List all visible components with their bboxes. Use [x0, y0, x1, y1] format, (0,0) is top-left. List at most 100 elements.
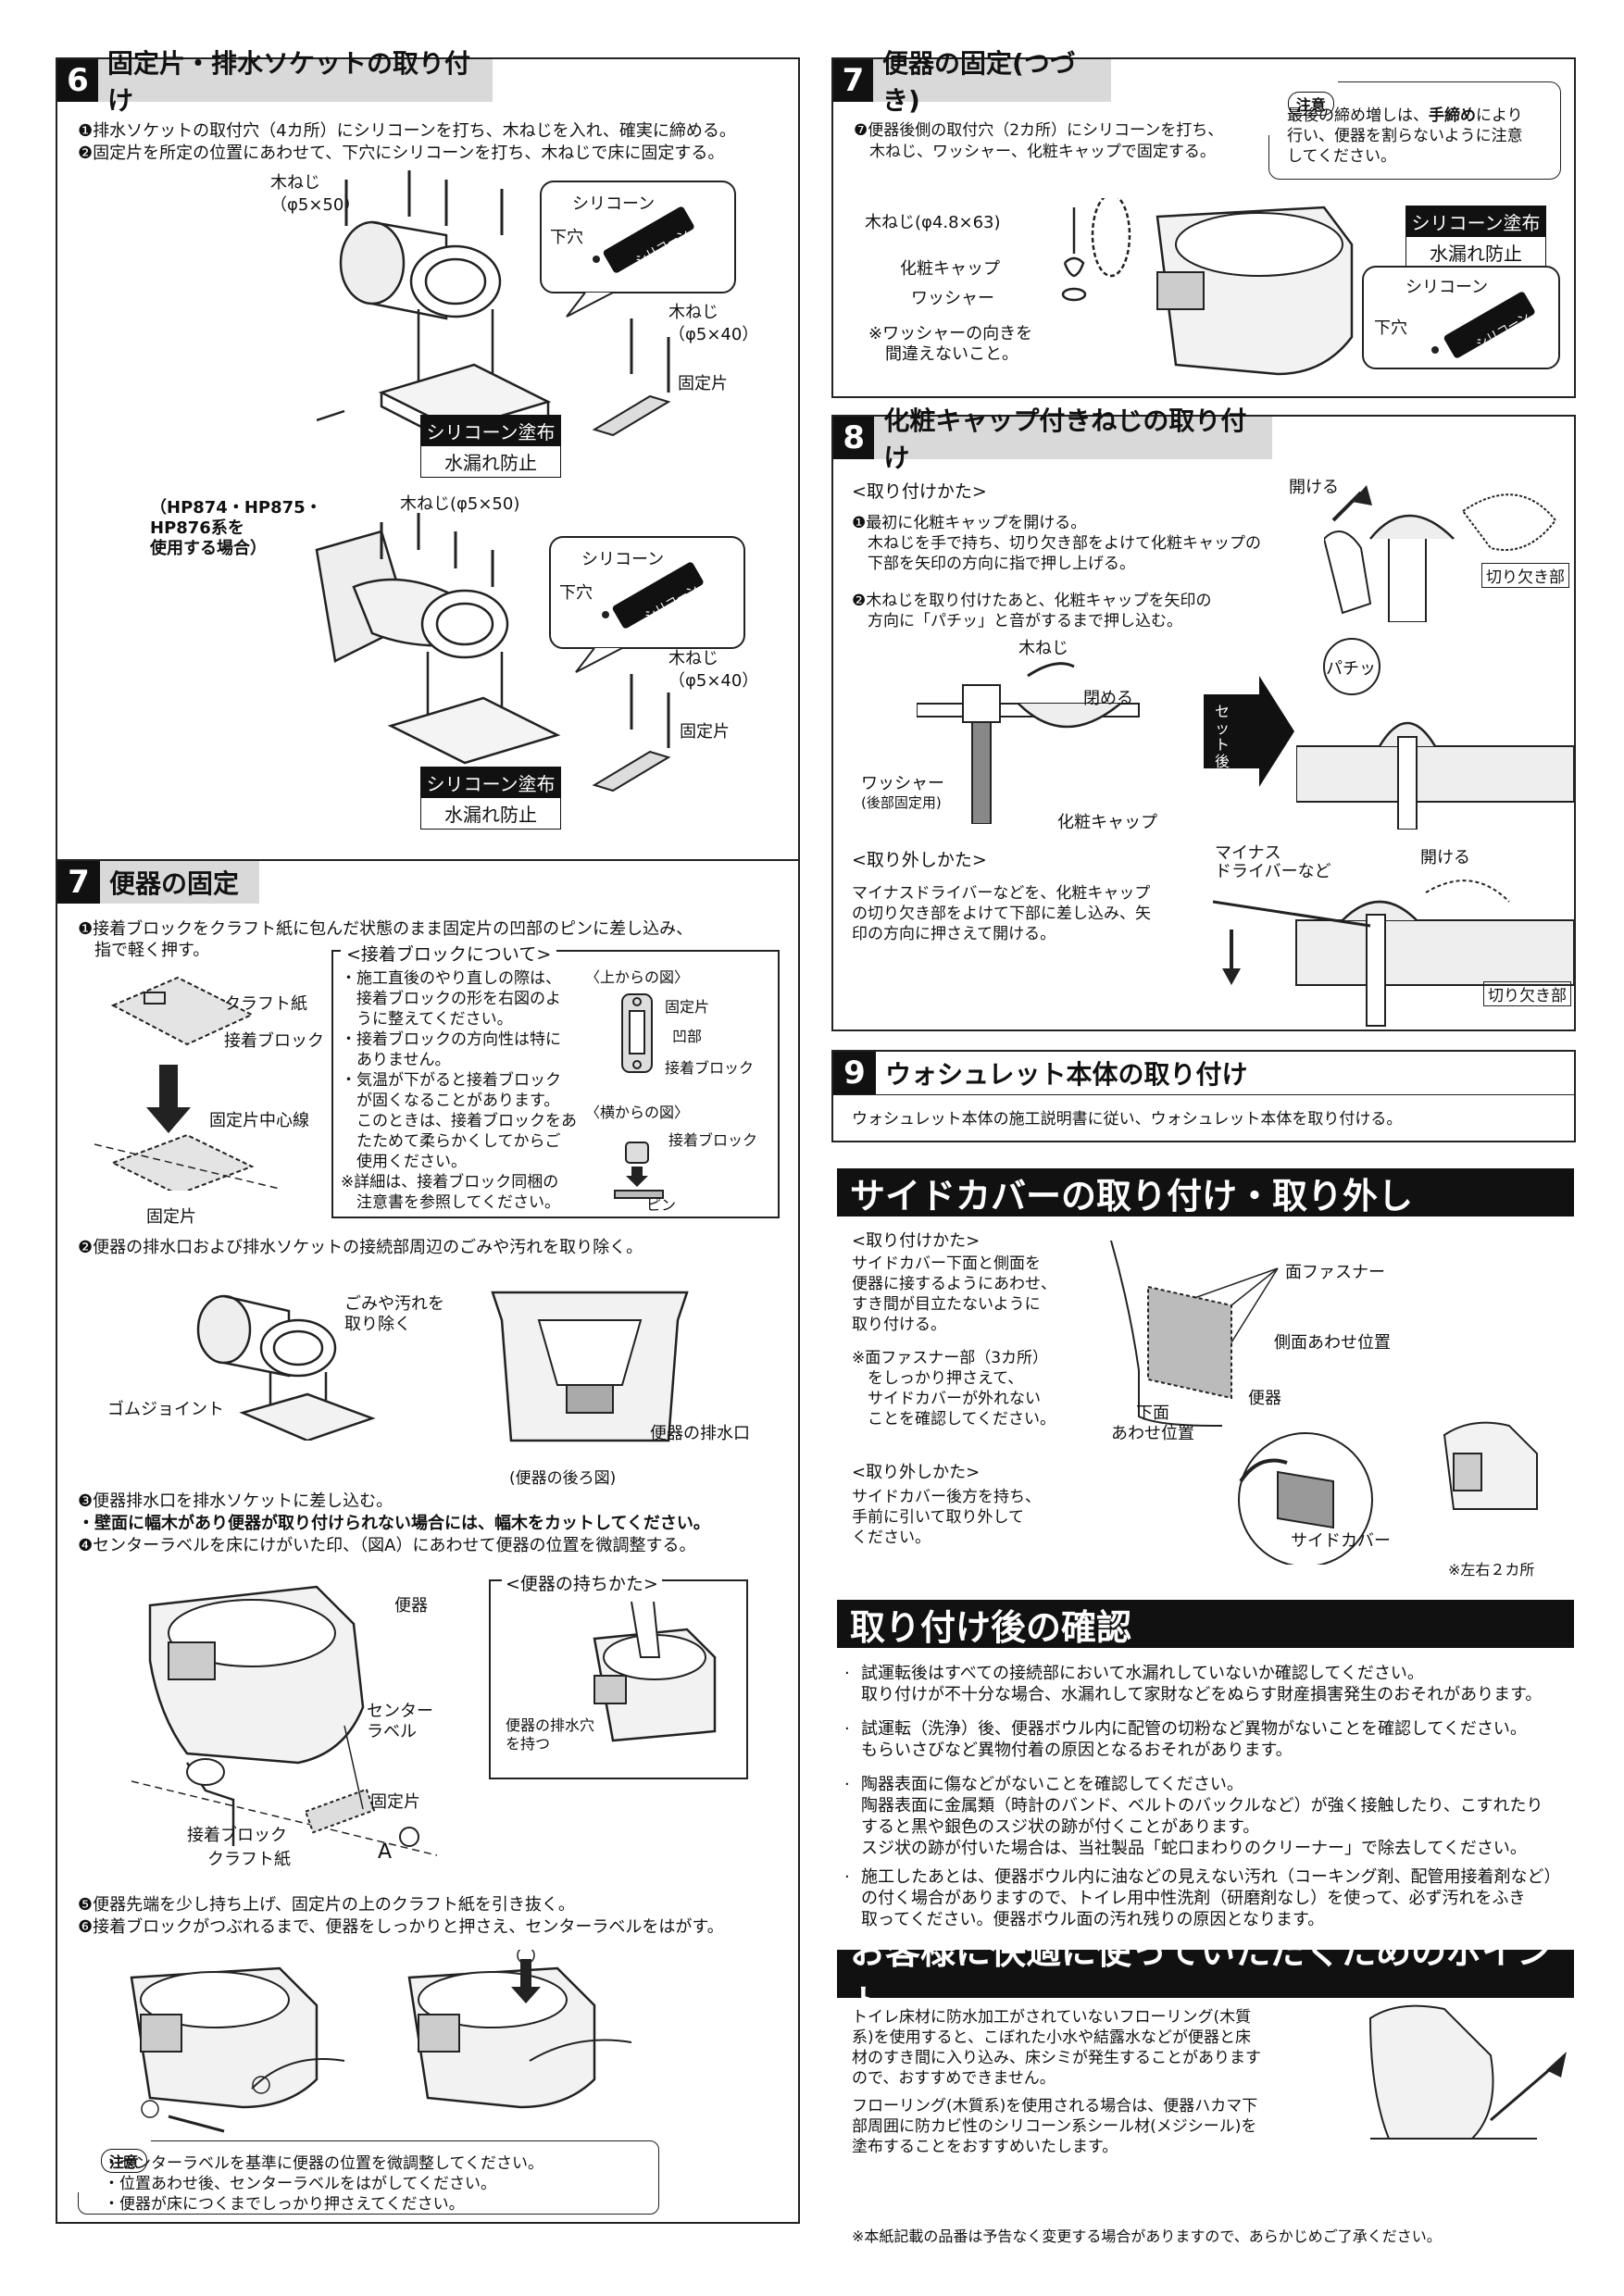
side-cover-fastener-note: ※面ファスナー部（3カ所） をしっかり押さえて、 サイドカバーが外れない ことを… — [852, 1349, 1056, 1429]
caution-text-part2: により 行い、便器を割らないように注意 してください。 — [1287, 106, 1523, 166]
a-mark: A — [378, 1841, 393, 1864]
adhesive-block-label-2: 接着ブロック — [187, 1826, 287, 1845]
bowl-rear-illustration — [1156, 206, 1354, 376]
check-title: 取り付け後の確認 — [837, 1600, 1574, 1648]
check-item-1: 試運転後はすべての接続部において水漏れしていないか確認してください。 取り付けが… — [861, 1664, 1543, 1704]
section-title: 固定片・排水ソケットの取り付け — [107, 48, 471, 116]
section-9-header: 9 ウォシュレット本体の取り付け — [833, 1052, 1260, 1094]
points-title: お客様に快適に使っていただくためのポイント — [837, 1931, 1574, 2023]
baseboard-warning: ・壁面に幅木があり便器が取り付けられない場合には、幅木をカットしてください。 — [78, 1514, 710, 1533]
fastener-label: 面ファスナー — [1285, 1263, 1385, 1282]
bottom-align-label: 下面 あわせ位置 — [1111, 1404, 1194, 1443]
holding-title: <便器の持ちかた> — [502, 1570, 662, 1595]
label-box-top: シリコーン塗布 — [1406, 206, 1545, 237]
step-2: ❷固定片を所定の位置にあわせて、下穴にシリコーンを打ち、木ねじで床に固定する。 — [78, 144, 725, 163]
pilot-hole-label: 下穴 — [1374, 318, 1407, 338]
holding-hole-label: 便器の排水穴 を持つ — [506, 1716, 595, 1753]
washer-label: ワッシャー — [911, 289, 994, 308]
screw-cap-close-illustration — [917, 662, 1140, 824]
washer-note: ※ワッシャーの向きを 間違えないこと。 — [868, 324, 1033, 364]
click-label: パチッ — [1326, 659, 1376, 679]
section-title: ウォシュレット本体の取り付け — [885, 1059, 1248, 1090]
side-view-block-label: 接着ブロック — [668, 1131, 758, 1149]
footer-note: ※本紙記載の品番は予告なく変更する場合がありますので、あらかじめご了承ください。 — [852, 2227, 1442, 2245]
check-bullet-2: · — [844, 1719, 850, 1739]
cap-label: 化粧キャップ — [1057, 813, 1157, 832]
caution-text-part1: 最後の締め増しは、 — [1287, 106, 1429, 125]
label-box-bottom: 水漏れ防止 — [421, 446, 560, 477]
close-label: 閉める — [1083, 689, 1133, 708]
section-9-body: ウォシュレット本体の施工説明書に従い、ウォシュレット本体を取り付ける。 — [852, 1110, 1403, 1129]
fixing-piece-label-upper: 固定片 — [678, 374, 728, 393]
notch-label-2: 切り欠き部 — [1483, 981, 1571, 1006]
label-box-bottom: 水漏れ防止 — [421, 798, 560, 829]
press-bowl-illustration-1 — [130, 1966, 345, 2133]
section-7-header: 7 便器の固定 — [57, 861, 259, 904]
socket-illustration-lower — [315, 513, 561, 765]
open-cap-illustration — [1324, 485, 1557, 622]
side-view-pin — [614, 1142, 664, 1199]
side-cover-title: サイドカバーの取り付け・取り外し — [837, 1168, 1574, 1217]
points-para-1: トイレ床材に防水加工がされていないフローリング(木質 系)を使用すると、こぼれた… — [852, 2008, 1261, 2088]
fixing-piece-label-lower: 固定片 — [680, 722, 730, 742]
how-attach-label: <取り付けかた> — [852, 481, 987, 502]
press-bowl-illustration-2 — [407, 1950, 632, 2109]
silicone-label-box: シリコーン塗布 水漏れ防止 — [1405, 206, 1546, 268]
side-view-label: 〈横からの図〉 — [585, 1104, 690, 1121]
open-label: 開ける — [1289, 478, 1339, 497]
rubber-joint-label: ゴムジョイント — [107, 1400, 224, 1419]
top-view-fixing-piece: 固定片 — [665, 998, 710, 1016]
silicone-label-box-upper: シリコーン塗布 水漏れ防止 — [420, 415, 561, 478]
section-title: 便器の固定(つづき) — [881, 48, 1076, 116]
screw-cap-washer-illustration — [1061, 198, 1131, 302]
about-block-body: ・施工直後のやり直しの際は、 接着ブロックの形を右図のよ うに整えてください。 … — [341, 969, 577, 1212]
pilot-hole-label-upper: 下穴 — [550, 228, 583, 247]
section-7: 7 便器の固定 ❶接着ブロックをクラフト紙に包んだ状態のまま固定片の凹部のピンに… — [56, 859, 800, 2224]
bowl-back-illustration — [491, 1291, 689, 1442]
caution-pill: 注意 — [1287, 92, 1334, 116]
check-bullet-4: · — [844, 1867, 850, 1887]
section-8: 8 化粧キャップ付きねじの取り付け <取り付けかた> ❶最初に化粧キャップを開け… — [831, 406, 1576, 1031]
side-align-label: 側面あわせ位置 — [1274, 1333, 1391, 1353]
hp-note: （HP874・HP875・ HP876系を 使用する場合） — [150, 498, 322, 558]
caution-pill: 注意 — [100, 2149, 147, 2173]
set-cap-illustration — [1296, 638, 1574, 830]
section-title: 便器の固定 — [109, 868, 240, 899]
fixing-piece-lower — [592, 674, 671, 792]
step-1: ❶接着ブロックをクラフト紙に包んだ状態のまま固定片の凹部のピンに差し込み、 指で… — [78, 919, 693, 960]
caution-badge: 注意 — [76, 2129, 151, 2192]
check-item-2: 試運転（洗浄）後、便器ボウル内に配管の切粉など異物がないことを確認してください。… — [861, 1719, 1527, 1760]
screw-label: 木ねじ — [1018, 639, 1068, 658]
fixing-piece-label-2: 固定片 — [370, 1792, 420, 1812]
step-3: ❸便器排水口を排水ソケットに差し込む。 — [78, 1491, 394, 1511]
section-number: 8 — [833, 417, 875, 459]
step-5: ❺便器先端を少し持ち上げ、固定片の上のクラフト紙を引き抜く。 — [78, 1895, 575, 1915]
back-view-label: (便器の後ろ図) — [509, 1469, 617, 1488]
side-cover-how-remove: <取り外しかた> — [852, 1463, 981, 1482]
holding-illustration — [593, 1602, 717, 1742]
pilot-hole-label-lower: 下穴 — [559, 583, 593, 603]
section-9: 9 ウォシュレット本体の取り付け ウォシュレット本体の施工説明書に従い、ウォシュ… — [831, 1050, 1576, 1142]
kraft-paper-label-2: クラフト紙 — [207, 1850, 291, 1869]
screw-label-b-lower: 木ねじ （φ5×40） — [668, 649, 759, 691]
caution-text: 最後の締め増しは、手締めにより 行い、便器を割らないように注意 してください。 — [1287, 106, 1523, 167]
callout-box-lower — [549, 536, 745, 673]
remove-dirt-label: ごみや汚れを 取り除く — [344, 1294, 444, 1334]
step-1: ❶最初に化粧キャップを開ける。 木ねじを手で持ち、切り欠き部をよけて化粧キャップ… — [852, 514, 1261, 573]
top-view-block-label: 接着ブロック — [665, 1059, 755, 1077]
screw-label-b-upper: 木ねじ （φ5×40） — [668, 303, 759, 344]
step-4: ❹センターラベルを床にけがいた印、（図A）にあわせて便器の位置を微調整する。 — [78, 1536, 696, 1555]
bowl-label: 便器 — [1248, 1389, 1281, 1408]
notch-label-1: 切り欠き部 — [1481, 563, 1569, 588]
after-set-arrow — [1204, 676, 1294, 787]
side-cover-illustration — [1110, 1240, 1538, 1565]
section-6: 6 固定片・排水ソケットの取り付け ❶排水ソケットの取付穴（4カ所）にシリコーン… — [56, 48, 800, 861]
screw-label: 木ねじ(φ4.8×63) — [865, 213, 1001, 232]
rubber-joint-illustration — [196, 1294, 376, 1441]
washer-label: ワッシャー — [861, 774, 944, 793]
how-remove-label: <取り外しかた> — [852, 850, 987, 870]
side-cover-remove-text: サイドカバー後方を持ち、 手前に引いて取り外して ください。 — [852, 1488, 1041, 1547]
center-line-label: 固定片中心線 — [209, 1111, 309, 1130]
section-number: 6 — [57, 59, 99, 102]
step-2: ❷便器の排水口および排水ソケットの接続部周辺のごみや汚れを取り除く。 — [78, 1238, 643, 1257]
